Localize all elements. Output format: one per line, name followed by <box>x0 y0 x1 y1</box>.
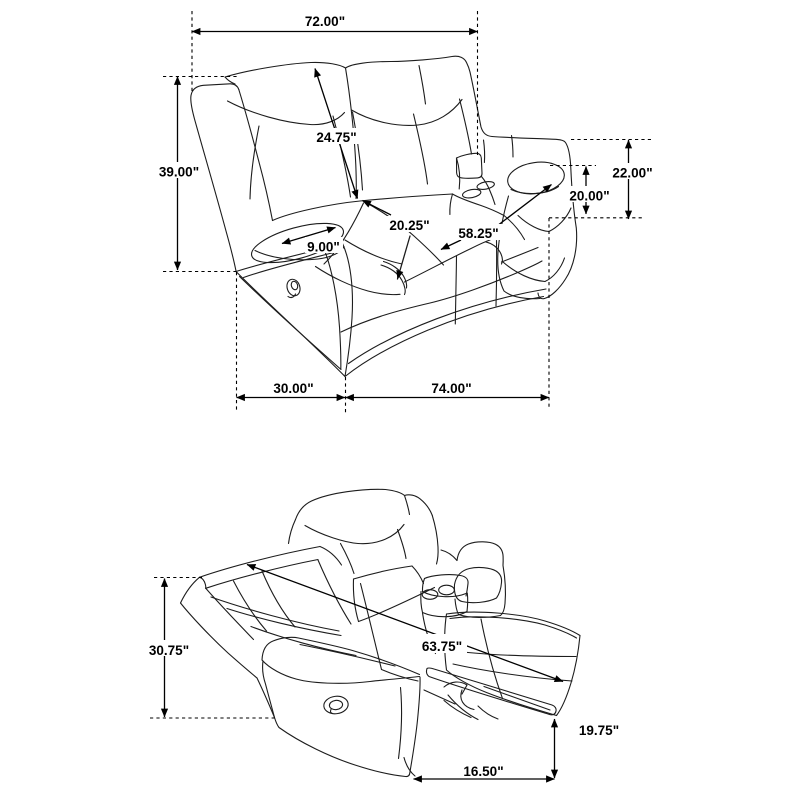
svg-text:22.00": 22.00" <box>612 166 652 181</box>
svg-text:19.75": 19.75" <box>579 723 619 738</box>
svg-text:58.25": 58.25" <box>458 226 498 241</box>
svg-text:30.00": 30.00" <box>273 381 313 396</box>
svg-text:63.75": 63.75" <box>422 639 462 654</box>
svg-text:30.75": 30.75" <box>149 643 189 658</box>
svg-text:20.00": 20.00" <box>569 189 609 204</box>
svg-text:74.00": 74.00" <box>431 381 471 396</box>
svg-text:16.50": 16.50" <box>463 764 503 779</box>
svg-text:24.75": 24.75" <box>316 130 356 145</box>
svg-text:9.00": 9.00" <box>307 240 340 255</box>
svg-text:72.00": 72.00" <box>305 14 345 29</box>
svg-text:20.25": 20.25" <box>389 218 429 233</box>
svg-text:39.00": 39.00" <box>159 165 199 180</box>
